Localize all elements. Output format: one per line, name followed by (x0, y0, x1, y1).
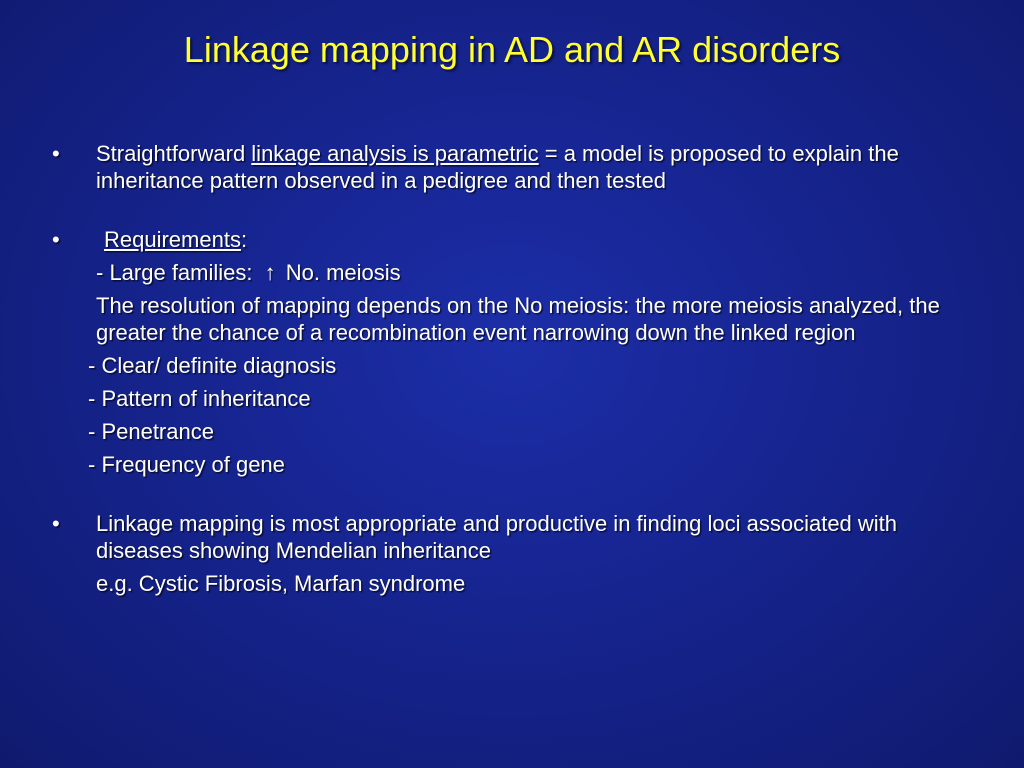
sub-item-example: e.g. Cystic Fibrosis, Marfan syndrome (0, 570, 1024, 597)
sub-text: - Frequency of gene (88, 452, 285, 477)
bullet-text: Straightforward linkage analysis is para… (96, 140, 986, 194)
bullet-item-linkage-mapping: • Linkage mapping is most appropriate an… (0, 510, 1024, 564)
text-run: - Large families: (96, 260, 259, 285)
arrow-up-icon: ↑ (264, 260, 276, 285)
sub-text: - Large families: ↑ No. meiosis (96, 259, 986, 286)
bullet-text: Requirements: (104, 226, 994, 253)
underlined-term: Requirements (104, 227, 241, 252)
bullet-text: Linkage mapping is most appropriate and … (96, 511, 898, 563)
text-run: = a model is proposed to explain the inh… (96, 141, 899, 193)
text-run: Straightforward (96, 141, 252, 166)
sub-item-diagnosis: - Clear/ definite diagnosis (0, 352, 1024, 379)
slide-body: • Straightforward linkage analysis is pa… (0, 140, 1024, 597)
sub-text: - Pattern of inheritance (88, 386, 311, 411)
bullet-marker: • (52, 141, 60, 166)
bullet-item-requirements: • Requirements: (0, 226, 1024, 253)
sub-text: The resolution of mapping depends on the… (96, 293, 940, 345)
underlined-term: linkage analysis is parametric (251, 141, 539, 166)
sub-item-frequency: - Frequency of gene (0, 451, 1024, 478)
text-run: : (240, 227, 248, 252)
sub-item-large-families: - Large families: ↑ No. meiosis (0, 259, 1024, 286)
sub-text: - Clear/ definite diagnosis (88, 353, 337, 378)
text-run: No. meiosis (279, 260, 401, 285)
bullet-marker: • (52, 511, 60, 536)
slide-title: Linkage mapping in AD and AR disorders (183, 29, 841, 70)
sub-item-penetrance: - Penetrance (0, 418, 1024, 445)
bullet-marker: • (52, 227, 60, 252)
sub-text: e.g. Cystic Fibrosis, Marfan syndrome (96, 571, 466, 596)
bullet-item-parametric: • Straightforward linkage analysis is pa… (0, 140, 1024, 194)
sub-text: - Penetrance (88, 419, 214, 444)
sub-item-resolution: The resolution of mapping depends on the… (0, 292, 1024, 346)
sub-item-pattern: - Pattern of inheritance (0, 385, 1024, 412)
